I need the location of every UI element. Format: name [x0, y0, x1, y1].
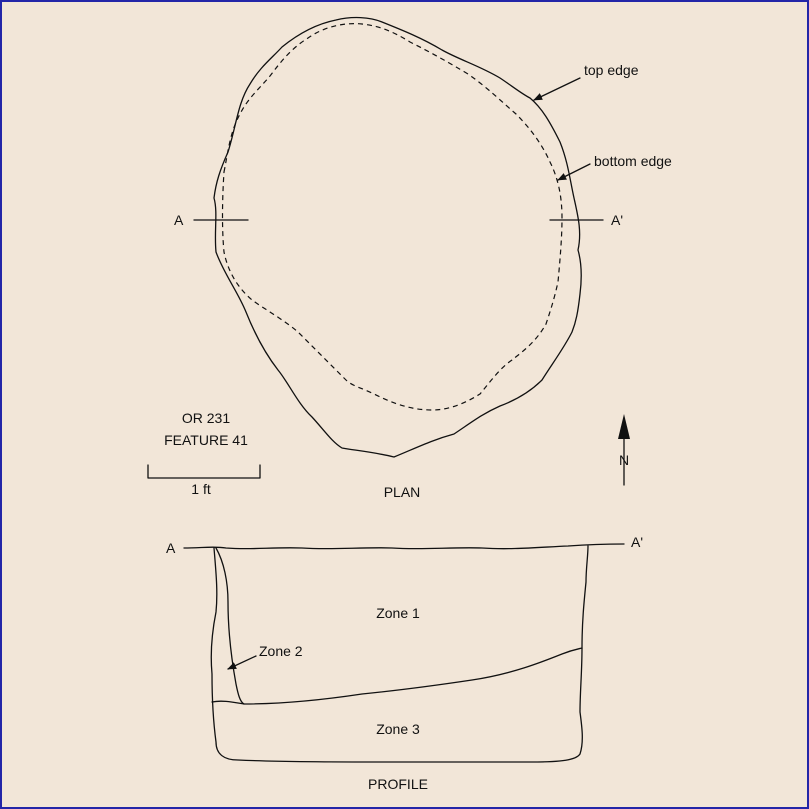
zone2-leader	[227, 655, 257, 670]
north-label: N	[619, 452, 629, 468]
bottom-edge-leader	[557, 163, 591, 181]
site-label: OR 231	[182, 410, 230, 426]
zone3-label: Zone 3	[376, 721, 420, 737]
zone1-label: Zone 1	[376, 605, 420, 621]
top-edge-leader	[533, 77, 581, 101]
plan-bottom-edge-outline	[221, 23, 563, 411]
feature-label: FEATURE 41	[164, 432, 248, 448]
scale-label: 1 ft	[191, 481, 211, 497]
zone1-zone3-boundary	[211, 647, 583, 705]
zone2-label: Zone 2	[259, 643, 303, 659]
plan-label-a: A	[174, 212, 184, 228]
profile-label-a-prime: A'	[631, 534, 643, 550]
profile-label-a: A	[166, 540, 176, 556]
north-arrow	[618, 414, 630, 486]
plan-view-label: PLAN	[384, 484, 421, 500]
profile-view-label: PROFILE	[368, 776, 428, 792]
profile-ground-surface	[183, 543, 625, 550]
scale-bar	[147, 464, 261, 479]
bottom-edge-label: bottom edge	[594, 153, 672, 169]
zone2-boundary	[215, 547, 245, 705]
top-edge-label: top edge	[584, 62, 639, 78]
plan-label-a-prime: A'	[611, 212, 623, 228]
plan-top-edge-outline	[213, 16, 582, 458]
